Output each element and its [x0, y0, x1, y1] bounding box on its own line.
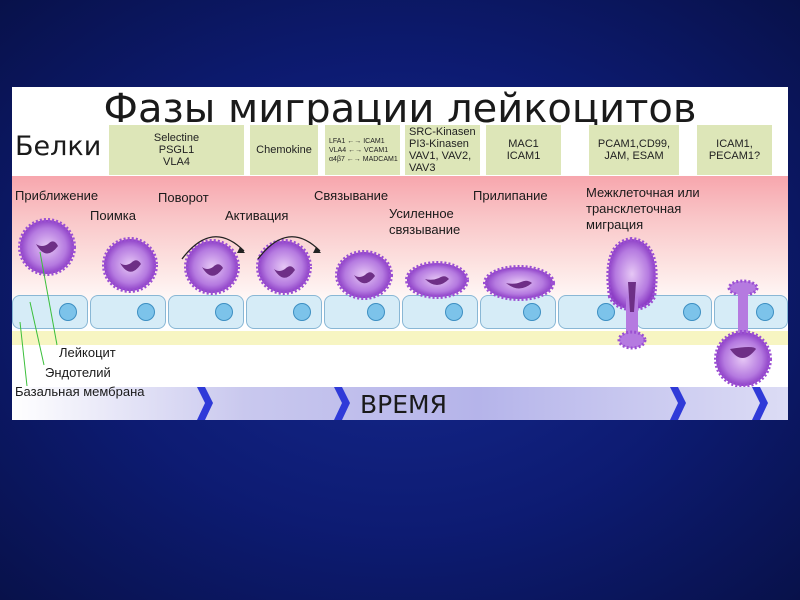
cell-nucleus: [523, 303, 541, 321]
leukocyte-enhanced-binding: [405, 261, 469, 299]
protein-box-pcam1: PCAM1,CD99, JAM, ESAM: [589, 125, 679, 175]
protein-box-selectine: Selectine PSGL1 VLA4: [109, 125, 244, 175]
proteins-label: Белки: [15, 131, 102, 162]
endothelial-cell: [558, 295, 634, 329]
cell-nucleus: [59, 303, 77, 321]
cell-nucleus: [597, 303, 615, 321]
cell-nucleus: [137, 303, 155, 321]
legend-basal-membrane: Базальная мембрана: [15, 384, 145, 399]
legend-pointer-lines: [19, 251, 58, 387]
stage-activation-label: Активация: [225, 208, 289, 223]
cell-nucleus: [367, 303, 385, 321]
protein-box-mac1: MAC1 ICAM1: [486, 125, 561, 175]
protein-box-icam1: ICAM1, PECAM1?: [697, 125, 772, 175]
leukocyte-transcellular-migration: [714, 279, 772, 388]
stage-approach-label: Приближение: [15, 188, 99, 203]
stage-binding-label: Связывание: [314, 188, 389, 203]
time-arrow-chevrons-front: [197, 387, 768, 420]
stage-enhanced-binding-label: Усиленное связывание: [389, 206, 461, 237]
protein-box-integrins: LFA1 ←→ ICAM1 VLA4 ←→ VCAM1 α4β7 ←→ MADC…: [325, 125, 400, 175]
legend-endothelium: Эндотелий: [45, 365, 111, 380]
diagram-title: Фазы миграции лейкоцитов: [103, 87, 697, 132]
leukocyte-activation: [256, 236, 321, 295]
cell-nucleus: [445, 303, 463, 321]
time-label: ВРЕМЯ: [360, 390, 447, 419]
leukocyte-capture: [102, 237, 158, 293]
leukocyte-adhesion: [483, 265, 555, 301]
leukocyte-illustration: [18, 218, 772, 420]
protein-box-kinases: SRC-Kinasen PI3-Kinasen VAV1, VAV2, VAV3: [405, 125, 480, 175]
cell-nucleus: [756, 303, 774, 321]
endothelial-cell: [402, 295, 478, 329]
stage-rolling-label: Поворот: [158, 190, 209, 205]
cell-nucleus: [215, 303, 233, 321]
protein-box-chemokine: Chemokine: [250, 125, 318, 175]
legend-leukocyte: Лейкоцит: [59, 345, 116, 360]
cell-nucleus: [293, 303, 311, 321]
leukocyte-paracellular-migration: [606, 236, 658, 350]
basal-membrane-band: [12, 331, 788, 345]
leukocyte-binding: [335, 250, 393, 300]
leukocyte-approach: [18, 218, 76, 276]
leukocyte-rolling: [181, 236, 245, 295]
cell-nucleus: [683, 303, 701, 321]
endothelial-cell: [714, 295, 788, 329]
time-arrow: [12, 387, 788, 420]
stage-adhesion-label: Прилипание: [473, 188, 548, 203]
diagram-panel: Фазы миграции лейкоцитов Белки Selectine…: [12, 87, 788, 420]
stage-capture-label: Поимка: [90, 208, 136, 223]
stage-migration-label: Межклеточная или трансклеточная миграция: [586, 185, 700, 232]
